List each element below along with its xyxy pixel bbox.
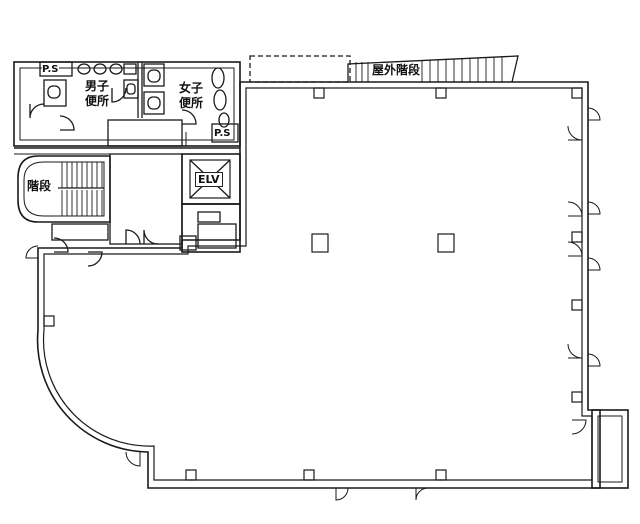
elevator-core [179,153,241,253]
mens-wc-label-1: 男子 [84,79,109,93]
perimeter-doors [25,107,601,501]
elevator-label: ELV [195,172,223,187]
bottom-right-shaft [591,409,629,489]
womens-wc-label-1: 女子 [178,81,203,95]
outer-walls [36,81,601,489]
mens-wc-label-2: 便所 [84,94,109,108]
ps-right-label: P.S [214,128,231,139]
stair-treads [61,162,103,216]
toilet-core [13,61,241,147]
ps-top-label: P.S [42,64,59,75]
columns [43,87,583,481]
stairs-label: 階段 [27,179,52,193]
outdoor-stair [249,55,519,83]
outdoor-stairs-label: 屋外階段 [372,63,421,77]
womens-wc-label-2: 便所 [178,96,203,110]
